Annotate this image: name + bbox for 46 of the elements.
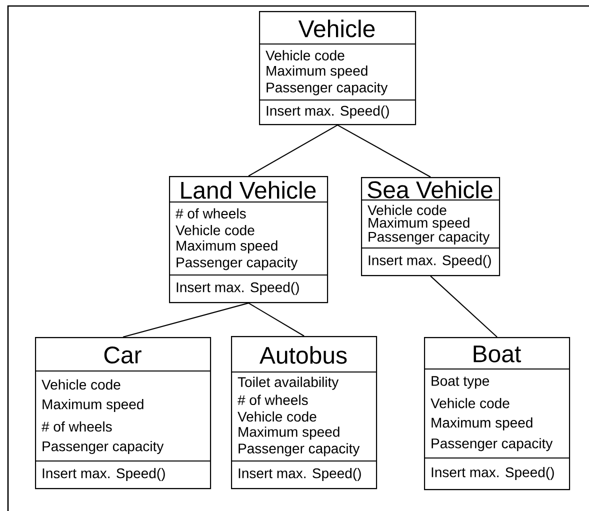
attribute-text: Maximum speed: [238, 426, 340, 440]
class-name: Autobus: [260, 346, 347, 364]
attribute-text: # of wheels: [238, 394, 308, 406]
attribute-text: Passenger capacity: [368, 231, 490, 245]
attribute-text: Vehicle code: [42, 379, 120, 390]
attribute-text: Vehicle code: [430, 398, 510, 408]
class-name: Car: [104, 346, 142, 364]
attribute-text: Passenger capacity: [238, 443, 360, 456]
attribute-text: Vehicle code: [176, 224, 254, 236]
attribute-text: # of wheels: [176, 208, 246, 219]
connector-line: [337, 124, 431, 178]
method-text: Insert max. Speed(): [238, 468, 361, 482]
attribute-text: Vehicle code: [368, 204, 446, 216]
attribute-text: Maximum speed: [368, 217, 470, 231]
attribute-text: Passenger capacity: [266, 82, 388, 96]
class-box: [259, 11, 416, 126]
class-box: [169, 176, 328, 304]
attribute-text: Vehicle code: [266, 50, 344, 60]
attribute-text: Maximum speed: [432, 417, 532, 430]
connector-line: [248, 302, 304, 336]
connector-line: [430, 276, 498, 338]
connector-line: [248, 124, 338, 176]
connector-line: [122, 302, 249, 338]
class-box: [424, 337, 570, 490]
attribute-text: Maximum speed: [176, 240, 278, 254]
method-text: Insert max. Speed(): [42, 468, 165, 482]
class-name: Sea Vehicle: [368, 180, 492, 198]
method-text: Insert max. Speed(): [266, 105, 389, 119]
method-text: Insert max. Speed(): [432, 466, 554, 480]
class-box: [35, 337, 212, 490]
attribute-text: Maximum speed: [266, 65, 368, 79]
attribute-text: Passenger capacity: [176, 257, 298, 270]
attribute-text: Boat type: [432, 376, 490, 389]
attribute-text: Toilet availability: [238, 376, 339, 390]
attribute-text: # of wheels: [42, 421, 112, 432]
class-box: [361, 177, 500, 276]
attribute-text: Maximum speed: [42, 398, 144, 412]
class-name: Vehicle: [298, 20, 375, 38]
attribute-text: Passenger capacity: [432, 438, 553, 452]
attribute-text: Passenger capacity: [42, 440, 164, 454]
method-text: Insert max. Speed(): [176, 282, 299, 296]
attribute-text: Vehicle code: [238, 411, 316, 422]
method-text: Insert max. Speed(): [368, 254, 491, 268]
class-name: Boat: [474, 346, 522, 362]
class-box: [231, 336, 378, 490]
class-name: Land Vehicle: [181, 181, 316, 199]
